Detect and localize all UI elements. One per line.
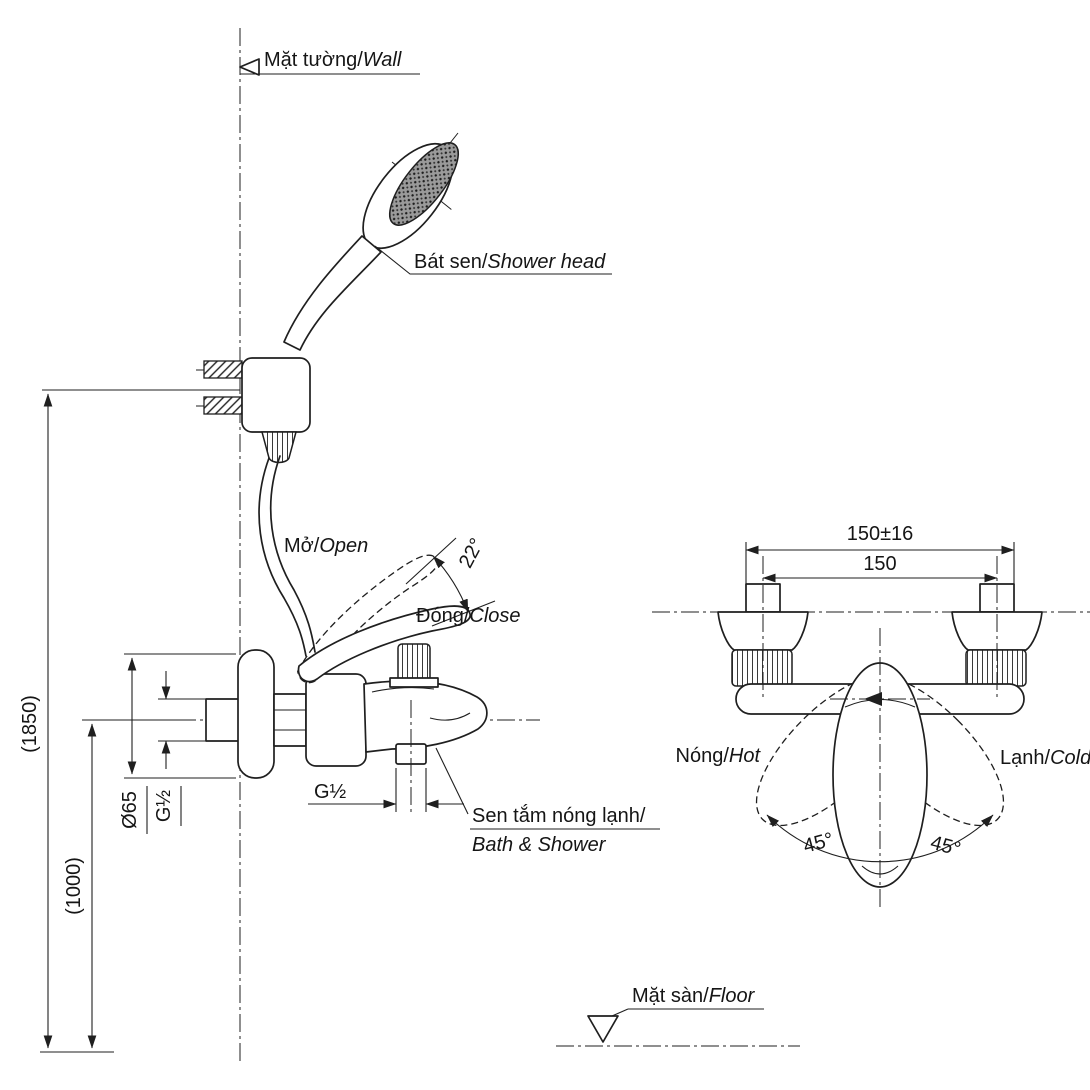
swing-arc-45 [766, 814, 994, 863]
union-nut-right [965, 649, 1027, 687]
span-tolerance-value: 150±16 [847, 523, 914, 545]
shower-head-spray-face [389, 142, 459, 226]
wall-inlet-pipe [205, 698, 241, 742]
hot-label: Nóng/Hot [676, 745, 762, 767]
floor-level-icon [587, 1015, 619, 1043]
swing-right-value: 45° [928, 832, 963, 861]
valve-body [305, 673, 367, 767]
angle-side-open [405, 537, 457, 585]
center-arrow-icon [864, 692, 882, 706]
wall-arrow-icon [239, 58, 260, 76]
dim-1000-value: (1000) [63, 857, 85, 915]
floor-leader [611, 1008, 629, 1017]
cold-label: Lạnh/Cold [1000, 747, 1090, 769]
wall-screw-bottom [203, 396, 243, 415]
angle-arc-22 [432, 555, 469, 613]
dim-1850-value: (1850) [19, 695, 41, 753]
angle-22-value: 22° [455, 535, 489, 572]
spout [363, 680, 488, 753]
wall-label: Mặt tường/Wall [264, 49, 402, 71]
shower-head-label: Bát sen/Shower head [414, 251, 606, 273]
spout-tip-detail [429, 712, 471, 721]
floor-label: Mặt sàn/Floor [632, 985, 756, 1007]
bath-shower-label-line1: Sen tắm nóng lạnh/ [472, 804, 646, 827]
hose-outer-line [258, 457, 307, 657]
connector-nut [273, 693, 307, 747]
shower-holder-bracket [241, 357, 311, 433]
diverter-base [389, 677, 439, 688]
wall-flange [237, 649, 275, 779]
union-nut-left [731, 649, 793, 687]
open-label: Mở/Open [284, 535, 368, 557]
wall-screw-top [203, 360, 243, 379]
diverter-knob [397, 643, 431, 683]
flange-dia-label: Ø65 [119, 791, 141, 829]
close-label: Đóng/Close [416, 605, 521, 627]
shower-head-leader [374, 245, 612, 275]
bath-shower-leader [435, 747, 469, 815]
lever-closed-position [297, 605, 471, 683]
outlet-thread-label: G½ [314, 781, 347, 803]
hose-inner-line [269, 455, 316, 653]
angle-side-closed [431, 600, 496, 627]
shower-head-handle [283, 235, 382, 351]
front-view: 150±16 150 Nóng/Hot Lạnh/Co [652, 523, 1090, 910]
bath-shower-label-line2: Bath & Shower [472, 834, 607, 856]
side-view: Mặt tường/Wall Bát sen/Shower head [19, 28, 800, 1062]
inlet-thread-label: G½ [153, 790, 175, 823]
span-value: 150 [863, 553, 896, 575]
